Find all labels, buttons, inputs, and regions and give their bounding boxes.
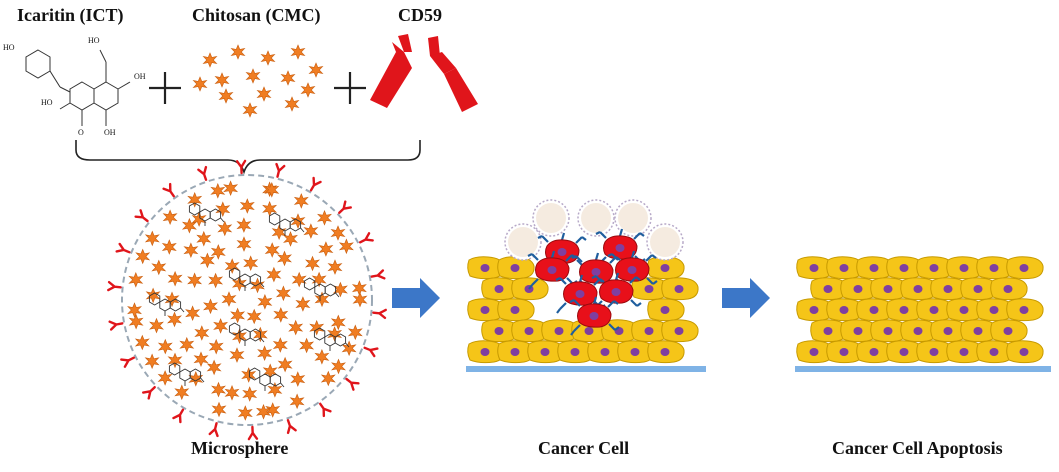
cd59-stub xyxy=(371,307,387,320)
mol-label-oh-right: OH xyxy=(134,72,146,81)
tissue-cell xyxy=(990,277,1028,301)
tissue-cell xyxy=(1006,256,1044,280)
cd59-stub xyxy=(115,242,133,258)
label-cd59: CD59 xyxy=(398,5,442,25)
cd59-stub xyxy=(208,421,222,438)
label-apoptosis: Cancer Cell Apoptosis xyxy=(832,438,1003,458)
microsphere xyxy=(107,159,387,441)
cd59-antibody xyxy=(370,34,478,112)
plus-icon xyxy=(334,72,366,104)
cd59-stub xyxy=(107,280,123,293)
cd59-stub xyxy=(315,400,332,418)
icaritin-structure xyxy=(25,49,131,126)
cancer-cell-panel xyxy=(466,199,706,372)
label-cancer-cell: Cancer Cell xyxy=(538,438,630,458)
mol-label-ho-top: HO xyxy=(3,43,15,52)
tissue-cell xyxy=(647,340,685,364)
mol-label-ho-left: HO xyxy=(41,98,53,107)
label-icaritin: Icaritin (ICT) xyxy=(17,5,124,25)
apoptosis-panel xyxy=(795,256,1051,372)
tissue-cell xyxy=(647,298,685,322)
cd59-stub xyxy=(342,374,360,391)
tissue-cell xyxy=(647,256,685,280)
tissue-cell xyxy=(1006,298,1044,322)
chitosan-particles xyxy=(193,44,323,118)
label-chitosan: Chitosan (CMC) xyxy=(192,5,321,25)
tissue-cell xyxy=(497,298,535,322)
cd59-stub xyxy=(361,342,379,358)
mol-label-oh-bottom: OH xyxy=(104,128,116,137)
mol-label-o: O xyxy=(78,128,84,137)
mol-label-ho-tail: HO xyxy=(88,36,100,45)
tissue-cell xyxy=(661,319,699,343)
tissue-cell xyxy=(661,277,699,301)
cd59-stub xyxy=(108,318,125,331)
label-microsphere: Microsphere xyxy=(191,438,289,458)
cd59-stub xyxy=(369,269,386,282)
substrate xyxy=(795,366,1051,372)
tissue-cell xyxy=(990,319,1028,343)
cd59-stub xyxy=(335,200,352,217)
substrate xyxy=(466,366,706,372)
curly-brace xyxy=(75,140,421,175)
tissue-cell xyxy=(497,256,535,280)
cd59-stub xyxy=(272,162,286,179)
cd59-stub xyxy=(162,182,179,200)
plus-icon xyxy=(149,72,181,104)
cd59-stub xyxy=(172,406,188,424)
cd59-stub xyxy=(283,417,297,435)
cd59-stub xyxy=(120,352,137,368)
cd59-stub xyxy=(306,176,322,194)
cd59-stub xyxy=(357,232,374,248)
cd59-stub xyxy=(134,209,152,226)
cd59-stub xyxy=(142,383,159,400)
cd59-stub xyxy=(197,165,211,183)
tissue-cell xyxy=(1006,340,1044,364)
